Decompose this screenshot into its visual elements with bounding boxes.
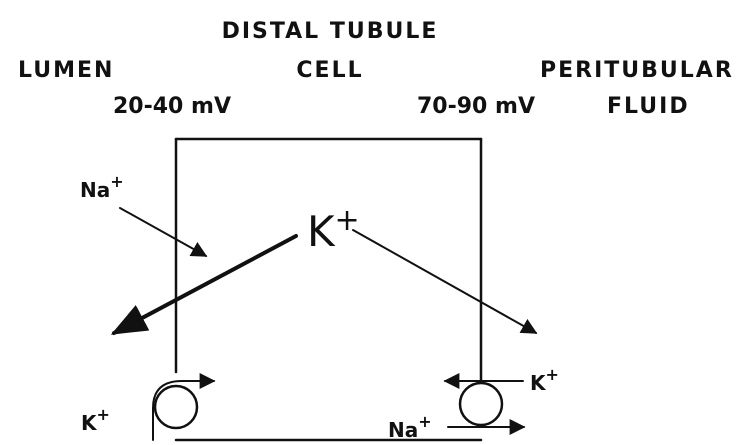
luminal-k-pathway-arrow bbox=[152, 373, 216, 441]
k-pump-label: K+ bbox=[530, 365, 559, 395]
k-secretion-arrow-lumen bbox=[110, 234, 298, 335]
k-cell-label: K+ bbox=[307, 203, 360, 256]
na-entry-arrow bbox=[119, 207, 208, 257]
peritubular-potential: 70-90 mV bbox=[417, 94, 535, 119]
cell-outline bbox=[174, 137, 483, 442]
peritubular-label: PERITUBULAR bbox=[540, 58, 734, 83]
luminal-potential: 20-40 mV bbox=[113, 94, 231, 119]
luminal-k-channel bbox=[152, 373, 216, 441]
na-k-pump bbox=[443, 373, 526, 435]
fluid-label: FLUID bbox=[607, 94, 690, 119]
luminal-pump-circle bbox=[153, 384, 199, 430]
na-lumen-label: Na+ bbox=[80, 172, 124, 202]
cell-label: CELL bbox=[296, 58, 363, 83]
diagram-title: DISTAL TUBULE bbox=[222, 19, 439, 44]
k-bottom-left-label: K+ bbox=[81, 405, 110, 435]
k-exit-arrow-peritubular bbox=[352, 229, 538, 334]
na-pump-label: Na+ bbox=[388, 412, 432, 442]
na-k-pump-circle bbox=[458, 381, 504, 427]
lumen-label: LUMEN bbox=[18, 58, 114, 83]
